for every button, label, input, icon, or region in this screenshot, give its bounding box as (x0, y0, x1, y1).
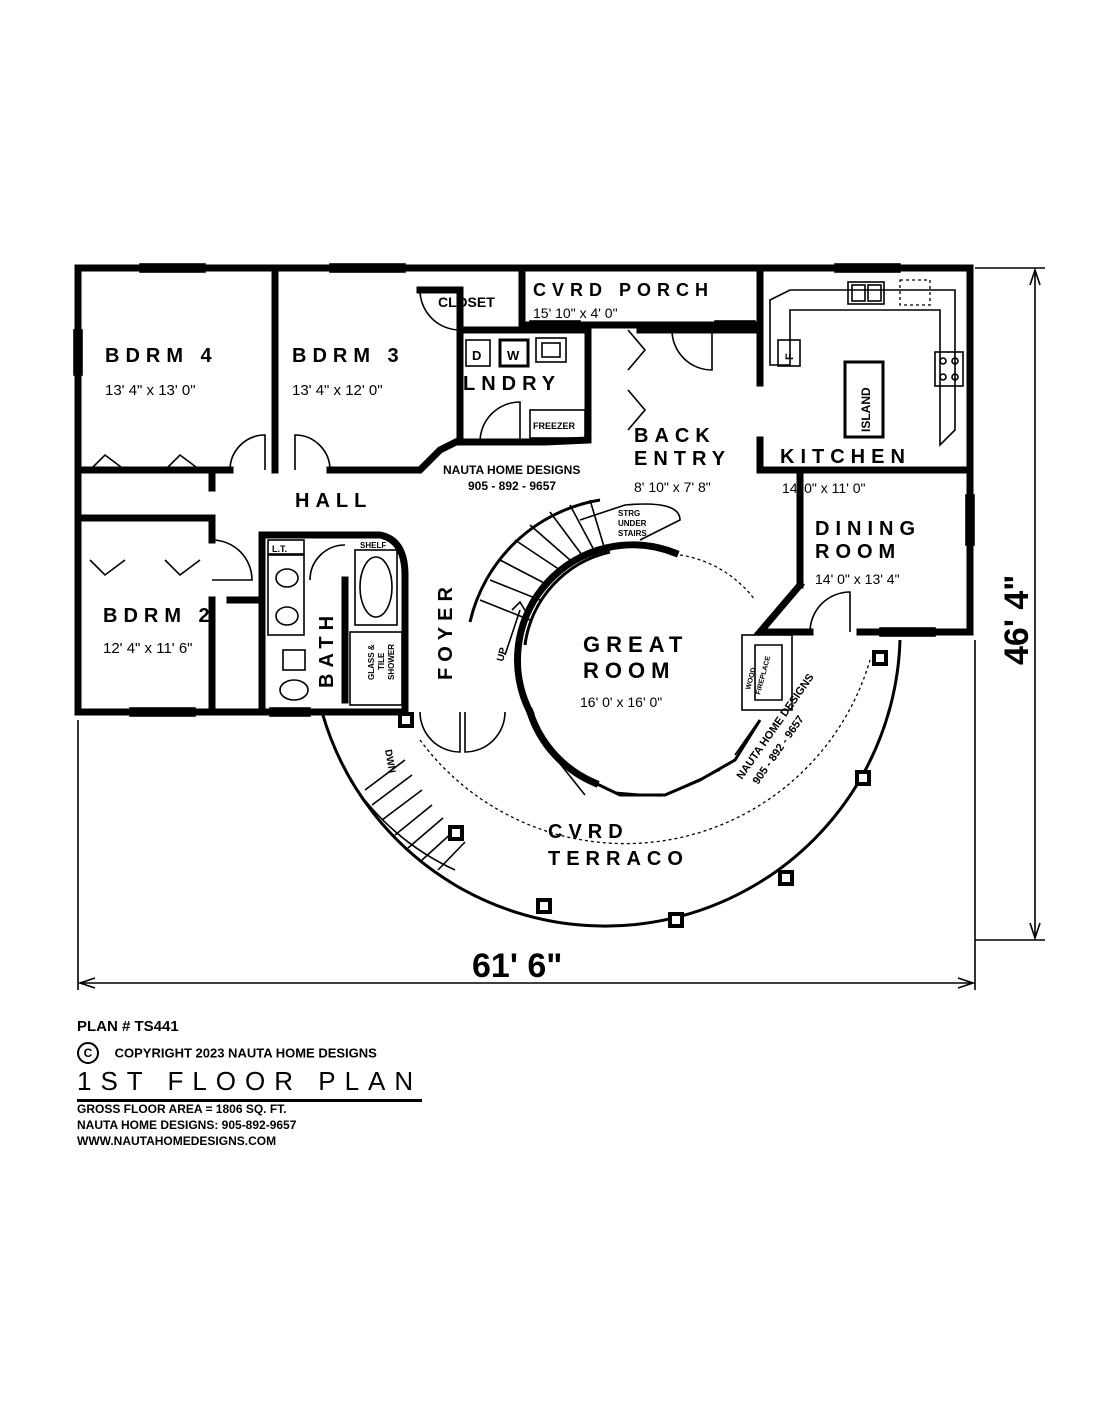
contact-info: NAUTA HOME DESIGNS: 905-892-9657 (77, 1118, 297, 1132)
bdrm3-label: BDRM 3 (292, 345, 405, 367)
doors (89, 289, 851, 796)
gross-floor-area: GROSS FLOOR AREA = 1806 SQ. FT. (77, 1102, 287, 1116)
freezer-label: FREEZER (533, 421, 576, 431)
interior-walls (74, 264, 764, 716)
dining-dim: 14' 0" x 13' 4" (815, 571, 900, 587)
watermark-company-1: NAUTA HOME DESIGNS (443, 463, 580, 477)
hall-label: HALL (295, 490, 372, 512)
fireplace-label-1: WOOD (745, 667, 758, 691)
bdrm2-dim: 12' 4" x 11' 6" (103, 640, 193, 657)
shower-label-3: SHOWER (387, 644, 396, 680)
back-entry-label-1: BACK (634, 425, 716, 447)
bdrm4-label: BDRM 4 (105, 345, 218, 367)
laundry-label: LNDRY (463, 373, 561, 395)
great-room-dim: 16' 0' x 16' 0" (580, 694, 662, 710)
copyright-text: COPYRIGHT 2023 NAUTA HOME DESIGNS (114, 1045, 377, 1061)
depth-dimension: 46' 4" (998, 575, 1036, 665)
plan-number: PLAN # TS441 (77, 1018, 179, 1035)
width-dimension: 61' 6" (472, 947, 562, 985)
great-room-walls (514, 541, 793, 797)
bdrm3-dim: 13' 4" x 12' 0" (292, 382, 383, 399)
terrace (320, 639, 902, 928)
back-entry-dim: 8' 10" x 7' 8" (634, 479, 711, 495)
kitchen-label: KITCHEN (780, 446, 911, 468)
copyright-line: C COPYRIGHT 2023 NAUTA HOME DESIGNS (77, 1042, 377, 1064)
laundry-washer-label: W (507, 348, 520, 363)
curved-stair (468, 498, 611, 656)
terrace-label-1: CVRD (548, 821, 629, 843)
website: WWW.NAUTAHOMEDESIGNS.COM (77, 1134, 277, 1148)
back-entry-label-2: ENTRY (634, 448, 731, 470)
closet-label: CLOSET (438, 294, 495, 310)
bath-label: BATH (316, 610, 338, 688)
kitchen-dim: 14' 0" x 11' 0" (782, 480, 866, 496)
copyright-symbol: C (77, 1042, 99, 1064)
shower-label-2: TILE (377, 652, 386, 670)
room-labels: BDRM 4 13' 4" x 13' 0" BDRM 3 13' 4" x 1… (103, 280, 921, 870)
floor-plan-title: 1ST FLOOR PLAN (77, 1066, 423, 1102)
dining-label-1: DINING (815, 518, 921, 540)
bdrm2-label: BDRM 2 (103, 605, 216, 627)
bdrm4-dim: 13' 4" x 13' 0" (105, 382, 196, 399)
laundry-fixtures (465, 337, 586, 439)
terrace-label-2: TERRACO (548, 848, 689, 870)
linen-label: L.T. (272, 544, 287, 554)
bath-fixtures (267, 539, 403, 706)
exterior-walls (74, 264, 974, 716)
shelf-label: SHELF (360, 541, 386, 550)
fireplace-label-2: FIREPLACE (755, 655, 772, 695)
great-room-label-1: GREAT (583, 632, 688, 657)
storage-label-1: STRG (618, 509, 640, 518)
stair-up-label: UP (495, 646, 509, 663)
porch-dim: 15' 10" x 4' 0" (533, 305, 618, 321)
storage-label-3: STAIRS (618, 529, 647, 538)
dining-label-2: ROOM (815, 541, 901, 563)
storage-label-2: UNDER (618, 519, 647, 528)
great-room-label-2: ROOM (583, 658, 675, 683)
stair-down-label: DWN (382, 749, 397, 774)
fridge-label: F (784, 353, 796, 360)
porch-label: CVRD PORCH (533, 280, 714, 300)
foyer-label: FOYER (435, 581, 457, 680)
windows (73, 263, 975, 717)
dimension-lines: 61' 6" 46' 4" (77, 267, 1045, 990)
shower-label-1: GLASS & (367, 644, 376, 680)
island-label: ISLAND (859, 387, 873, 432)
watermark-phone-1: 905 - 892 - 9657 (468, 479, 556, 493)
laundry-dryer-label: D (472, 348, 481, 363)
kitchen-cabinets (769, 279, 964, 447)
